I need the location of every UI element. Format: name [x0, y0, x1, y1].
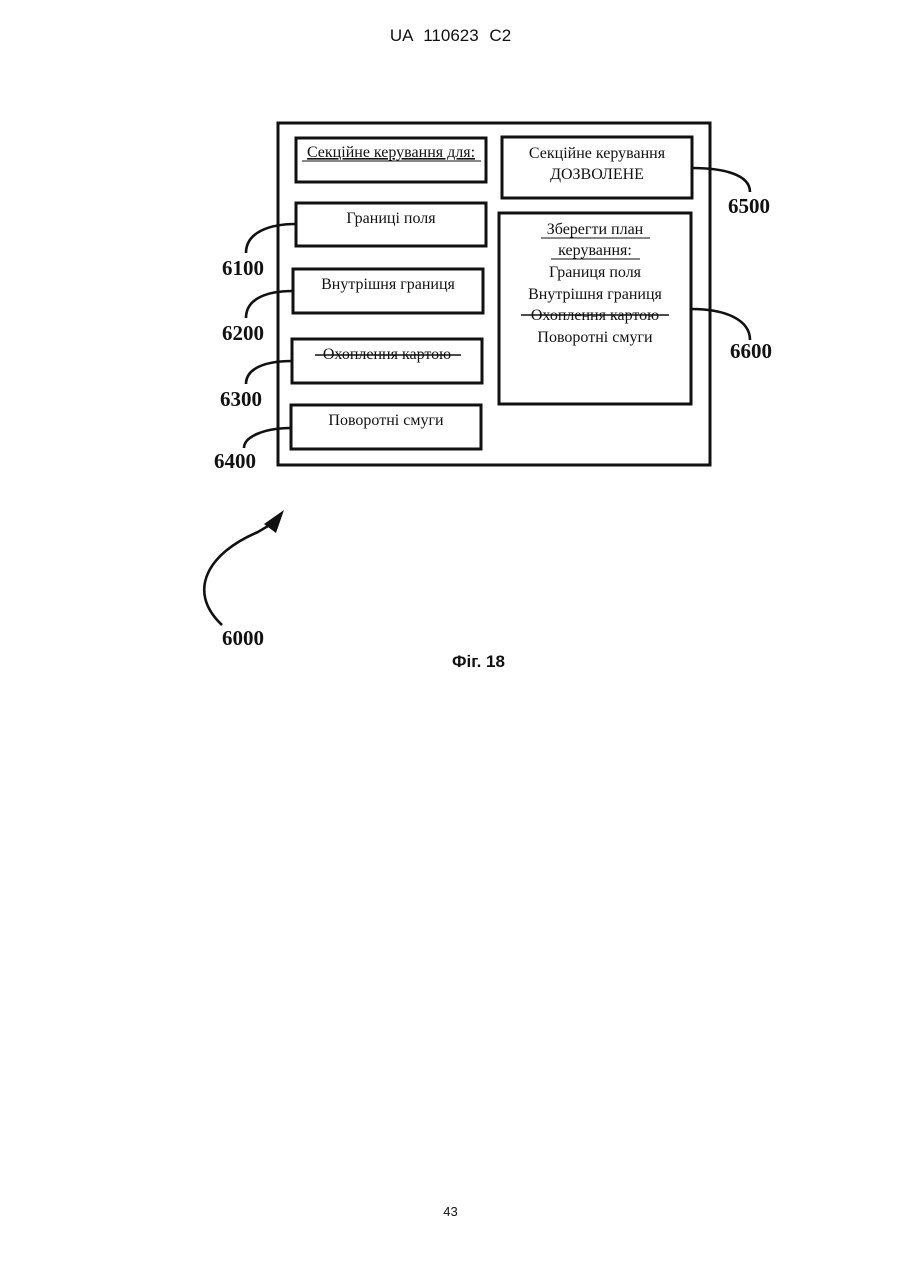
save-plan-title-2: керування:	[558, 242, 632, 259]
inner-boundary-label: Внутрішня границя	[321, 276, 455, 293]
turn-strips-label: Поворотні смуги	[328, 412, 444, 429]
ref-6100: 6100	[222, 256, 264, 280]
field-boundaries-label: Границі поля	[346, 210, 436, 227]
save-plan-title-1: Зберегти план	[547, 221, 644, 238]
save-plan-item: Поворотні смуги	[537, 329, 653, 346]
leader-line-6200	[246, 291, 293, 318]
ref-6600: 6600	[730, 339, 772, 363]
status-line-1: Секційне керування	[529, 145, 666, 162]
arrow-head-icon	[264, 510, 284, 533]
ref-6000: 6000	[222, 626, 264, 650]
ref-6400: 6400	[214, 449, 256, 473]
leader-line-6500	[692, 168, 750, 192]
figure-caption: Фіг. 18	[452, 652, 505, 672]
ref-6300: 6300	[220, 387, 262, 411]
leader-line-6100	[246, 224, 296, 253]
section-control-title: Секційне керування для:	[307, 144, 475, 161]
leader-line-6600	[691, 309, 750, 340]
leader-line-6400	[244, 428, 291, 448]
leader-line-6300	[246, 361, 292, 384]
save-plan-item: Внутрішня границя	[528, 286, 662, 303]
ref-6200: 6200	[222, 321, 264, 345]
ref-6500: 6500	[728, 194, 770, 218]
save-plan-item: Границя поля	[549, 264, 642, 281]
page-number: 43	[0, 1204, 901, 1219]
leader-line-6000	[204, 520, 278, 625]
status-line-2: ДОЗВОЛЕНЕ	[550, 166, 644, 183]
